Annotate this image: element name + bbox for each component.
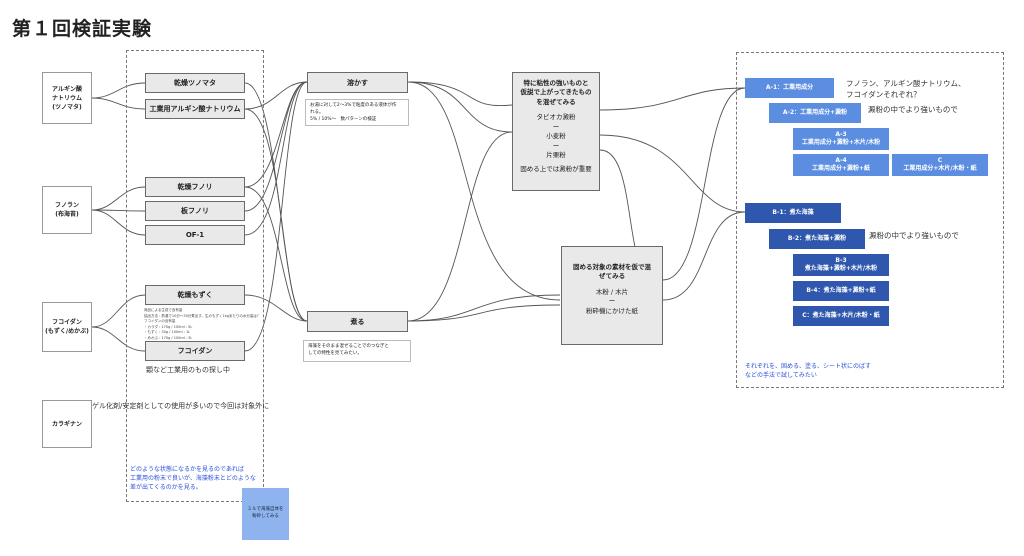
result-b1[interactable]: B-1：煮た海藻 <box>745 203 841 223</box>
carrageenan-note: ゲル化剤/安定剤としての使用が多いので今回は対象外に <box>92 402 270 410</box>
result-c-boiled[interactable]: C：煮た海藻+木片/木粉・紙 <box>793 306 889 326</box>
materials-group-frame <box>126 50 264 502</box>
results-group-frame <box>736 52 1004 388</box>
boil-note: 海藻をそのまま混ぜることでのつなぎと しての特性を見てみたい。 <box>303 340 411 362</box>
material-dried-tsunomata[interactable]: 乾燥ツノマタ <box>145 73 245 93</box>
material-industrial-alginate[interactable]: 工業用アルギン酸ナトリウム <box>145 99 245 119</box>
result-b2[interactable]: B-2：煮た海藻+澱粉 <box>769 229 865 249</box>
fucoidan-detail-note: 商品による生成で含有量 抽出方法 : 熱湯で10分〜30分煮出す。生のもずく1k… <box>144 308 259 340</box>
result-a1[interactable]: A-1：工業用成分 <box>745 78 834 98</box>
page-title: 第１回検証実験 <box>12 18 153 40</box>
fucoidan-search-note: 顆など工業用のもの探し中 <box>146 366 230 374</box>
source-fucoidan[interactable]: フコイダン (もずく/めかぶ) <box>42 302 92 352</box>
dissolve-note: お湯に対して2〜3%で粘度のある液体が作 れる。 5% / 10%〜 数パターン… <box>305 99 409 126</box>
a2-note: 澱粉の中でより強いもので <box>868 105 958 114</box>
process-boil[interactable]: 煮る <box>307 311 408 332</box>
material-dried-funori[interactable]: 乾燥フノリ <box>145 177 245 197</box>
left-blue-note: どのような状態になるかを見るのであれば 工業用の粉末で良いが、海藻粉末とどのよう… <box>130 466 256 491</box>
b2-note: 澱粉の中でより強いもので <box>869 231 959 240</box>
material-dried-mozuku[interactable]: 乾燥もずく <box>145 285 245 305</box>
sticky-note[interactable]: ミルで海藻自体を粉砕してみる <box>242 488 289 540</box>
right-blue-note: それぞれを、固める、塗る、シート状にのばす などの手法で試してみたい <box>745 363 872 379</box>
result-b4[interactable]: B-4：煮た海藻+澱粉+紙 <box>793 281 889 301</box>
source-carrageenan[interactable]: カラギナン <box>42 400 92 448</box>
material-fucoidan[interactable]: フコイダン <box>145 341 245 361</box>
material-of1[interactable]: OF-1 <box>145 225 245 245</box>
material-ita-funori[interactable]: 板フノリ <box>145 201 245 221</box>
source-alginate[interactable]: アルギン酸 ナトリウム (ツノマタ) <box>42 72 92 124</box>
solid-material-box[interactable]: 固める対象の素材を仮で混 ぜてみる 木粉 / 木片 ー 粉砕機にかけた紙 <box>561 246 663 345</box>
a1-note: フノラン、アルギン酸ナトリウム、 フコイダンそれぞれ？ <box>846 79 966 100</box>
process-dissolve[interactable]: 溶かす <box>307 72 408 93</box>
result-a2[interactable]: A-2：工業用成分+澱粉 <box>769 103 861 123</box>
mix-hypothesis-box[interactable]: 特に粘性の強いものと 仮説で上がってきたものを混ぜてみる タピオカ澱粉 ー 小麦… <box>512 72 600 191</box>
source-funoran[interactable]: フノラン (布海苔) <box>42 186 92 234</box>
